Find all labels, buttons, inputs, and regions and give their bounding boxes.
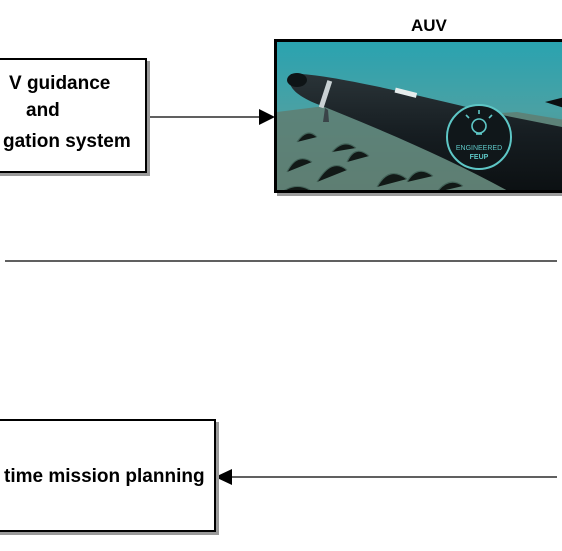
guidance-line-3: gation system: [3, 131, 131, 152]
auv-photo: ENGINEERED FEUP: [274, 39, 562, 193]
auv-fin: [545, 97, 562, 108]
hull-band-2: [394, 87, 418, 98]
auv-title: AUV: [411, 16, 447, 35]
guidance-navigation-block: [0, 58, 147, 173]
hull-band-1: [318, 80, 333, 109]
hull-logo-line-1: ENGINEERED: [456, 145, 502, 152]
lightbulb-icon: [465, 110, 493, 135]
auv-sensor-mount: [323, 108, 329, 122]
seagrass: [284, 132, 464, 190]
to-mission-arrowhead: [215, 469, 232, 485]
hull-logo-circle: [446, 104, 512, 170]
mission-planning-block: [0, 419, 216, 532]
hull-logo-line-2: FEUP: [470, 154, 489, 161]
guidance-to-auv-arrowhead: [259, 109, 275, 125]
guidance-line-1: V guidance: [9, 73, 111, 94]
auv-vehicle: ENGINEERED FEUP: [287, 73, 562, 190]
guidance-line-2: and: [26, 100, 60, 121]
auv-nose: [287, 73, 307, 87]
auv-underwater-illustration: ENGINEERED FEUP: [277, 42, 562, 190]
mission-planning-label: time mission planning: [4, 466, 205, 487]
